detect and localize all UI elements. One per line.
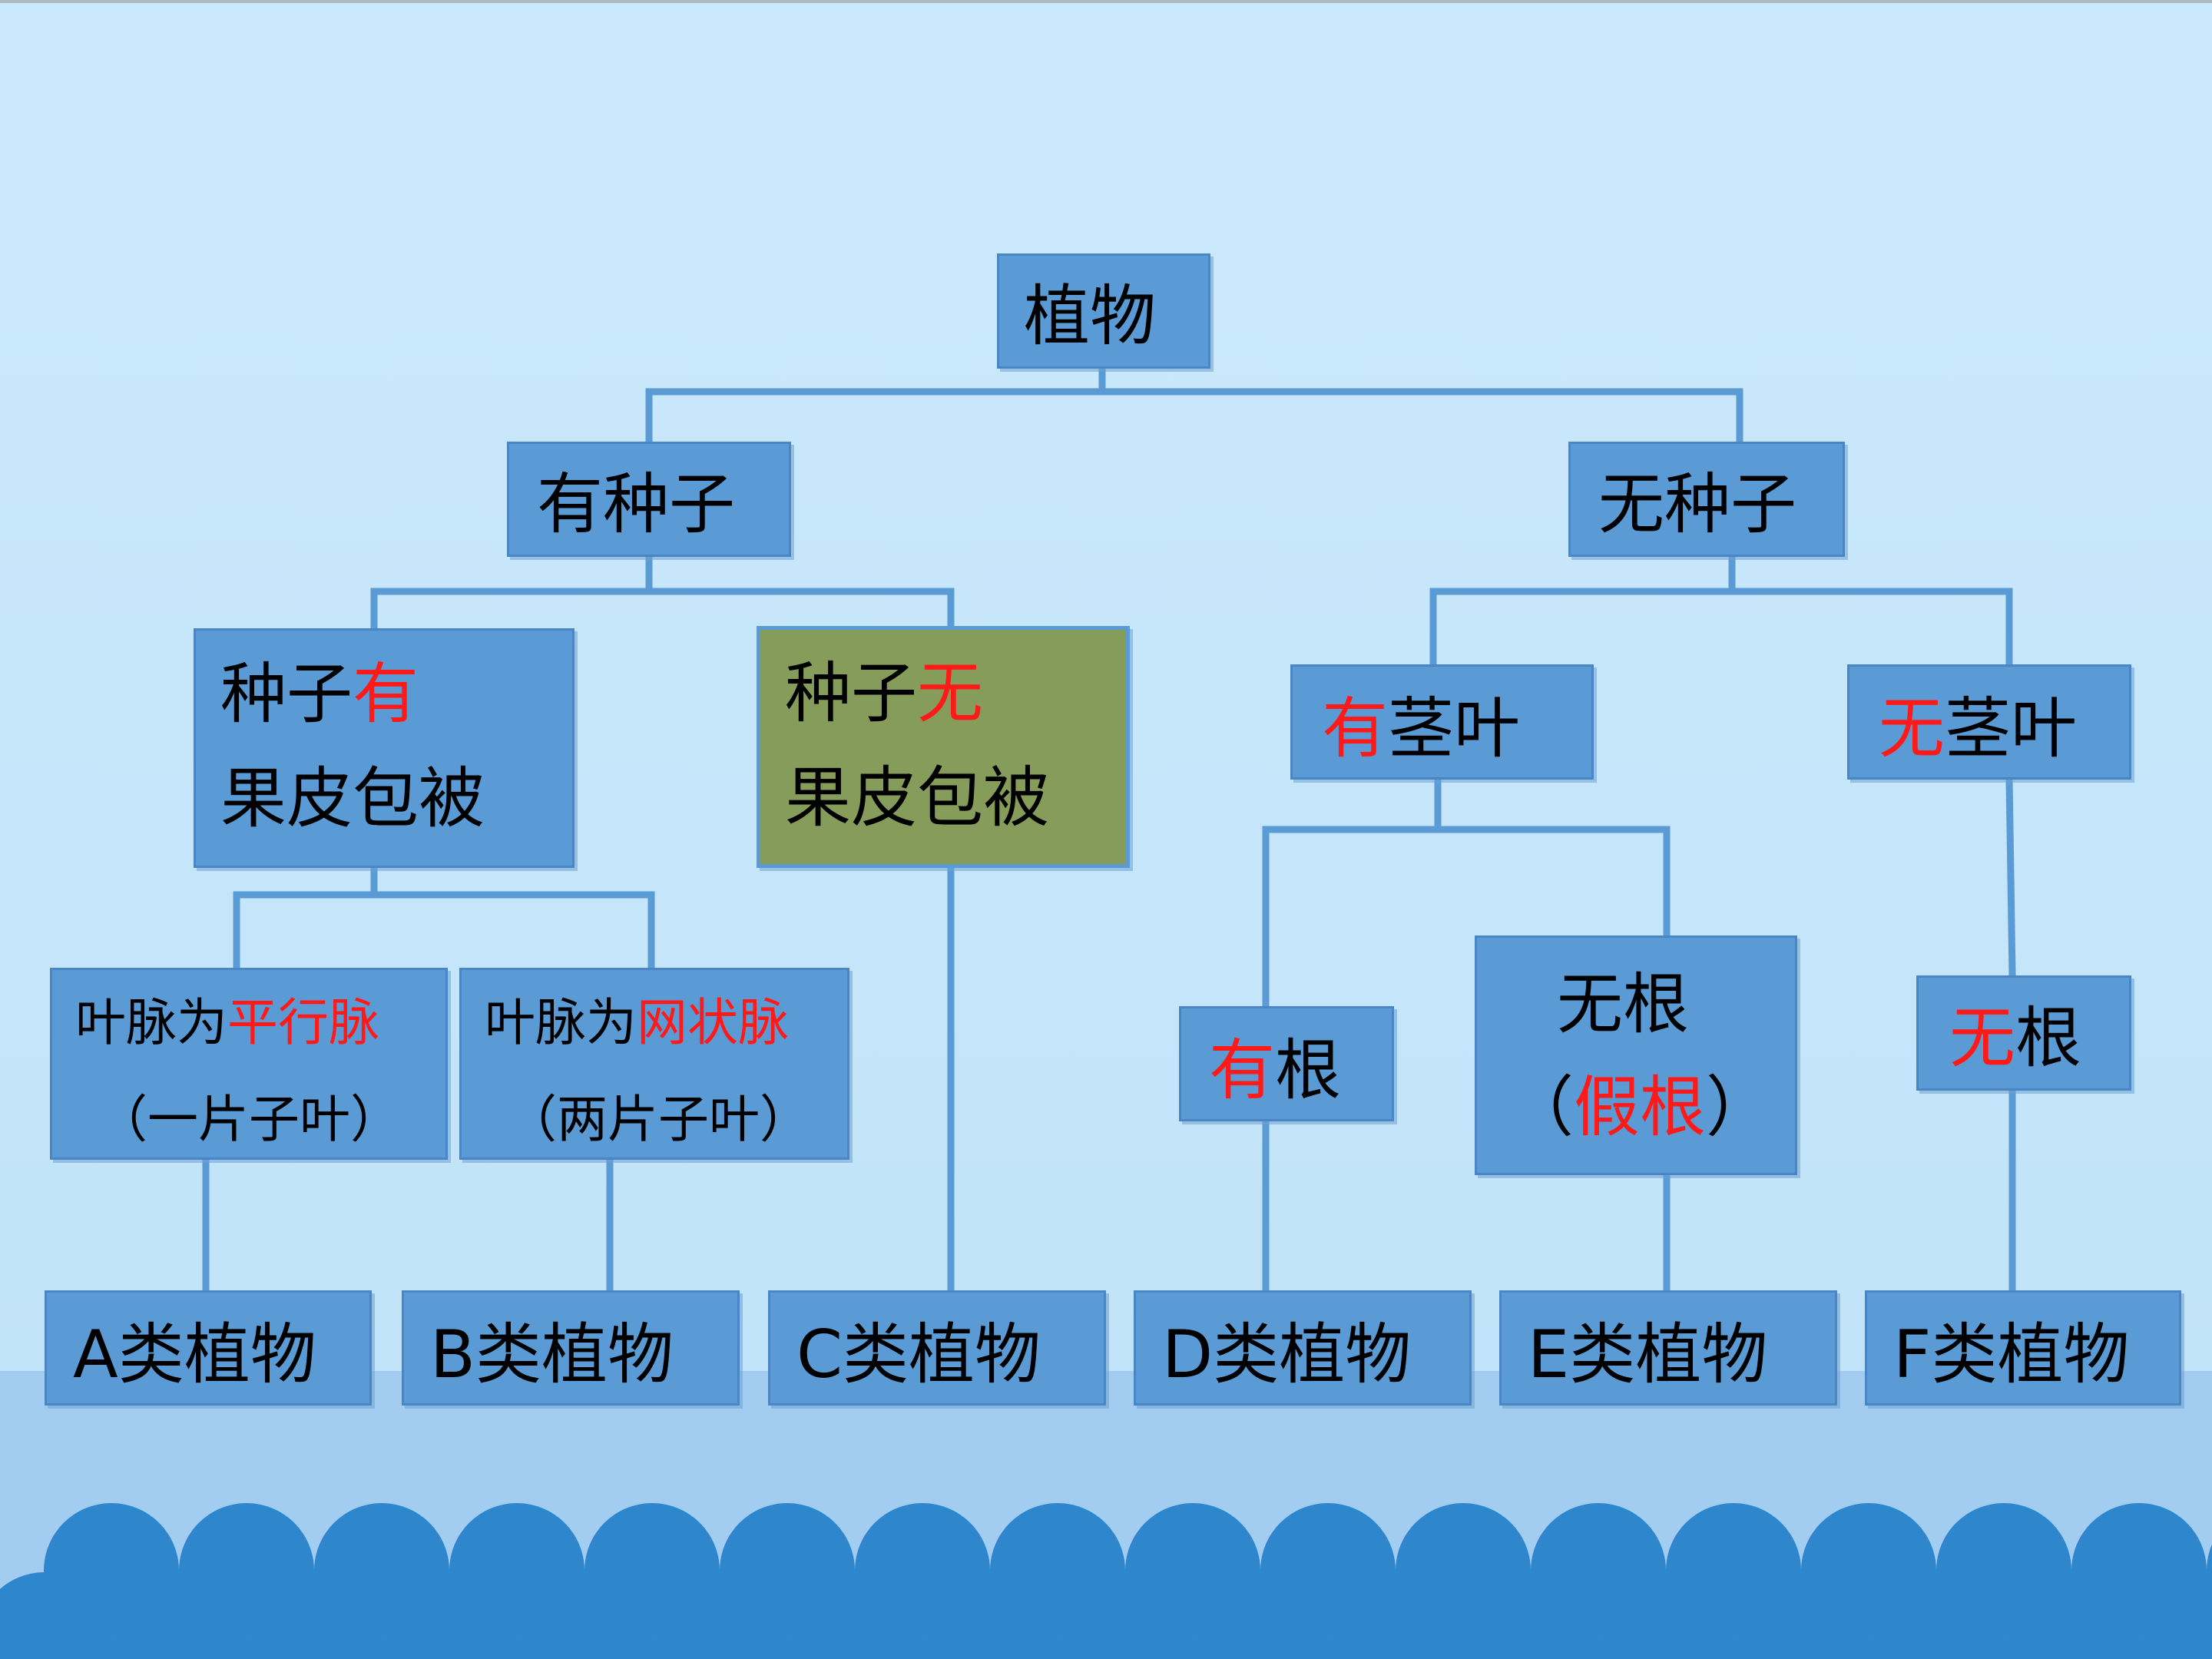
false-root-line2: （假根） [1508,1069,1772,1146]
has-stem-leaf-label: 有茎叶 [1322,690,1520,767]
parallel-veins-line1: 叶脉为平行脉 [75,993,379,1052]
group-a-node: A类植物 [45,1290,372,1406]
no-root-label: 无根 [1949,1000,2081,1077]
node-has-root: 有根 [1179,1006,1394,1121]
wave-scallop [2140,1572,2212,1659]
wave-scallop [382,1572,518,1659]
wave-scallop [247,1572,382,1659]
wave-scallop [1058,1572,1194,1659]
wave-scallop [1599,1572,1734,1659]
group-c-node: C类植物 [768,1290,1106,1406]
group-e-node: E类植物 [1499,1290,1837,1406]
wave-scallop [1869,1572,2005,1659]
netted-veins-line2: （两片子叶） [506,1090,810,1149]
group-d-label: D类植物 [1162,1316,1412,1393]
node-has-seed: 有种子 [507,442,791,557]
seed-covered-line1: 种子有 [220,656,419,733]
node-parallel-veins: 叶脉为平行脉 （一片子叶） [50,968,448,1160]
seed-uncovered-line2: 果皮包被 [785,760,1049,836]
node-seed-covered: 种子有 果皮包被 [194,628,575,868]
seed-covered-line2: 果皮包被 [220,760,485,837]
wave-scallop [788,1572,923,1659]
node-no-root: 无根 [1916,975,2131,1091]
group-d-node: D类植物 [1134,1290,1472,1406]
node-netted-veins: 叶脉为网状脉 （两片子叶） [459,968,849,1160]
parallel-veins-line2: （一片子叶） [97,1090,401,1149]
wave-scallop [653,1572,788,1659]
wave-scallop [1464,1572,1599,1659]
wave-scallop [923,1572,1058,1659]
group-e-label: E类植物 [1528,1316,1768,1393]
has-root-label: 有根 [1209,1032,1341,1109]
group-f-node: F类植物 [1865,1290,2181,1406]
group-a-label: A类植物 [73,1316,316,1393]
netted-veins-line1: 叶脉为网状脉 [485,993,789,1052]
wave-scallop [518,1572,653,1659]
seed-uncovered-line1: 种子无 [785,655,983,732]
wave-scallop [2005,1572,2140,1659]
wave-scallop [0,1572,112,1659]
node-false-root: 无根 （假根） [1475,935,1797,1175]
wave-base [0,1640,2212,1659]
group-f-label: F类植物 [1893,1316,2130,1393]
false-root-line1: 无根 [1557,966,1689,1043]
group-b-node: B类植物 [402,1290,740,1406]
no-stem-leaf-label: 无茎叶 [1879,690,2077,767]
root-label: 植物 [1024,278,1156,355]
node-seed-uncovered: 种子无 果皮包被 [757,626,1130,868]
wave-scallop [1194,1572,1329,1659]
no-seed-label: 无种子 [1598,466,1796,543]
node-no-stem-leaf: 无茎叶 [1847,664,2131,780]
wave-decoration [0,1503,2212,1659]
node-no-seed: 无种子 [1568,442,1845,557]
wave-scallop [1329,1572,1464,1659]
group-b-label: B类植物 [430,1316,674,1393]
group-c-label: C类植物 [796,1316,1041,1393]
wave-scallop [112,1572,247,1659]
wave-scallop [1734,1572,1869,1659]
root-node: 植物 [997,253,1210,369]
has-seed-label: 有种子 [537,466,735,543]
node-has-stem-leaf: 有茎叶 [1290,664,1594,780]
